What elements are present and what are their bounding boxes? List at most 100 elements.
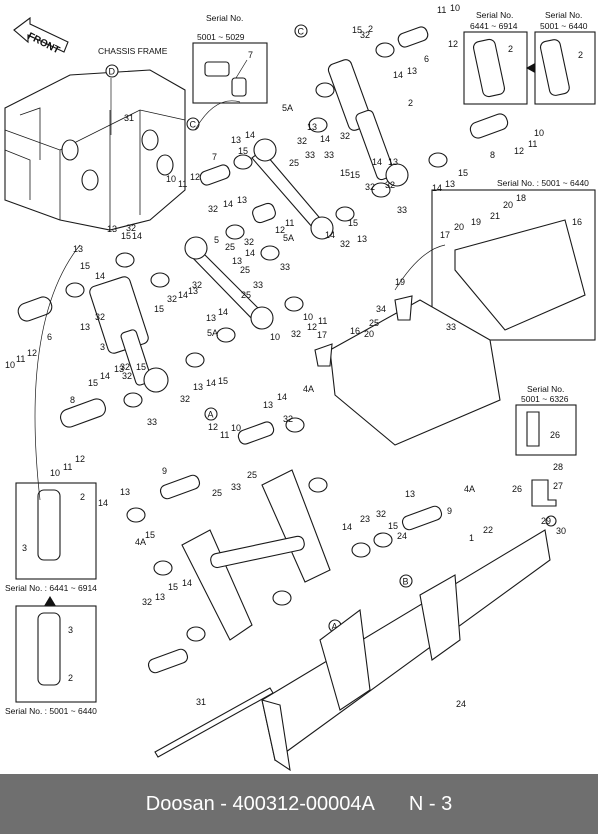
- marker-c-left: C: [186, 117, 200, 131]
- svg-text:7: 7: [212, 152, 217, 162]
- chassis-frame: [4, 69, 186, 231]
- svg-text:16: 16: [350, 326, 360, 336]
- svg-text:23: 23: [360, 514, 370, 524]
- svg-text:33: 33: [397, 205, 407, 215]
- link-5-upper: [251, 138, 334, 240]
- svg-text:32: 32: [283, 414, 293, 424]
- svg-text:C: C: [298, 27, 305, 37]
- svg-text:10: 10: [166, 174, 176, 184]
- svg-text:15: 15: [154, 304, 164, 314]
- svg-text:13: 13: [231, 135, 241, 145]
- svg-text:25: 25: [247, 470, 257, 480]
- svg-text:33: 33: [147, 417, 157, 427]
- svg-text:Serial No.: Serial No.: [476, 10, 513, 20]
- svg-text:13: 13: [114, 364, 124, 374]
- svg-text:14: 14: [132, 231, 142, 241]
- marker-b-bucket: B: [399, 574, 413, 588]
- svg-text:14: 14: [320, 134, 330, 144]
- svg-text:33: 33: [305, 150, 315, 160]
- svg-text:10: 10: [231, 423, 241, 433]
- svg-text:32: 32: [385, 180, 395, 190]
- svg-text:2: 2: [508, 44, 513, 54]
- svg-text:32: 32: [360, 30, 370, 40]
- stopper-26: [531, 479, 557, 527]
- svg-text:32: 32: [340, 239, 350, 249]
- svg-text:14: 14: [277, 392, 287, 402]
- svg-text:12: 12: [208, 422, 218, 432]
- link-5-lower: [184, 236, 274, 330]
- svg-text:25: 25: [225, 242, 235, 252]
- svg-text:13: 13: [357, 234, 367, 244]
- svg-text:13: 13: [237, 195, 247, 205]
- marker-d-top: D: [105, 64, 119, 78]
- svg-text:3: 3: [22, 543, 27, 553]
- svg-text:11: 11: [178, 179, 187, 189]
- svg-text:15: 15: [388, 521, 398, 531]
- svg-text:11: 11: [220, 430, 229, 440]
- svg-text:4A: 4A: [464, 484, 475, 494]
- svg-text:2: 2: [80, 492, 85, 502]
- serial-inset-6441-6914-left: 3 2 Serial No. : 6441 ~ 6914: [5, 482, 97, 606]
- svg-text:25: 25: [289, 158, 299, 168]
- svg-text:15: 15: [218, 376, 228, 386]
- svg-text:2: 2: [578, 50, 583, 60]
- svg-text:15: 15: [80, 261, 90, 271]
- svg-text:32: 32: [208, 204, 218, 214]
- svg-text:14: 14: [245, 130, 255, 140]
- svg-text:15: 15: [88, 378, 98, 388]
- svg-text:5: 5: [214, 235, 219, 245]
- svg-text:13: 13: [120, 487, 130, 497]
- svg-text:14: 14: [245, 248, 255, 258]
- svg-text:12: 12: [514, 146, 524, 156]
- svg-text:27: 27: [553, 481, 563, 491]
- svg-text:6441 ~ 6914: 6441 ~ 6914: [470, 21, 518, 31]
- svg-text:33: 33: [280, 262, 290, 272]
- svg-text:5A: 5A: [282, 103, 293, 113]
- svg-text:6: 6: [47, 332, 52, 342]
- svg-text:5001 ~ 6326: 5001 ~ 6326: [521, 394, 569, 404]
- callouts-left: 13 15 32 14 13 15 14 13 32 3 6 10 11 12 …: [5, 223, 192, 607]
- svg-text:10: 10: [534, 128, 544, 138]
- svg-text:13: 13: [307, 122, 317, 132]
- svg-text:2: 2: [368, 24, 373, 34]
- svg-text:33: 33: [231, 482, 241, 492]
- svg-text:3: 3: [100, 342, 105, 352]
- svg-text:21: 21: [490, 211, 500, 221]
- svg-text:Serial No. : 6441 ~ 6914: Serial No. : 6441 ~ 6914: [5, 583, 97, 593]
- svg-text:1: 1: [469, 533, 474, 543]
- svg-text:28: 28: [553, 462, 563, 472]
- svg-text:31: 31: [196, 697, 206, 707]
- front-arrow: FRONT: [13, 16, 69, 56]
- svg-text:17: 17: [317, 330, 327, 340]
- svg-text:26: 26: [512, 484, 522, 494]
- svg-text:24: 24: [397, 531, 407, 541]
- svg-text:14: 14: [325, 230, 335, 240]
- svg-text:20: 20: [364, 329, 374, 339]
- svg-text:32: 32: [340, 131, 350, 141]
- serial-inset-5001-5029: Serial No. 5001 ~ 5029 7: [192, 13, 268, 104]
- svg-text:32: 32: [297, 136, 307, 146]
- serial-inset-6441-6914-top: Serial No. 6441 ~ 6914 2: [463, 10, 528, 105]
- svg-text:Serial No.: Serial No.: [545, 10, 582, 20]
- svg-text:9: 9: [447, 506, 452, 516]
- svg-text:32: 32: [167, 294, 177, 304]
- svg-text:14: 14: [206, 378, 216, 388]
- svg-text:32: 32: [142, 597, 152, 607]
- svg-text:13: 13: [445, 179, 455, 189]
- svg-text:14: 14: [218, 307, 228, 317]
- svg-text:5001 ~ 5029: 5001 ~ 5029: [197, 32, 245, 42]
- svg-text:13: 13: [232, 256, 242, 266]
- svg-text:14: 14: [223, 199, 233, 209]
- svg-text:22: 22: [483, 525, 493, 535]
- callouts-top-right: 11 10 12 6 32 15 14 13 2: [352, 3, 460, 80]
- bellcrank-4: [181, 469, 331, 641]
- svg-text:32: 32: [192, 280, 202, 290]
- svg-text:11: 11: [285, 218, 294, 228]
- callouts-right: 5A 13 14 32 33 15 25 15 13 14 32 33 2 8 …: [196, 98, 544, 709]
- callouts-chassis: 31: [110, 78, 134, 135]
- svg-text:10: 10: [270, 332, 280, 342]
- svg-text:25: 25: [212, 488, 222, 498]
- svg-text:12: 12: [190, 172, 200, 182]
